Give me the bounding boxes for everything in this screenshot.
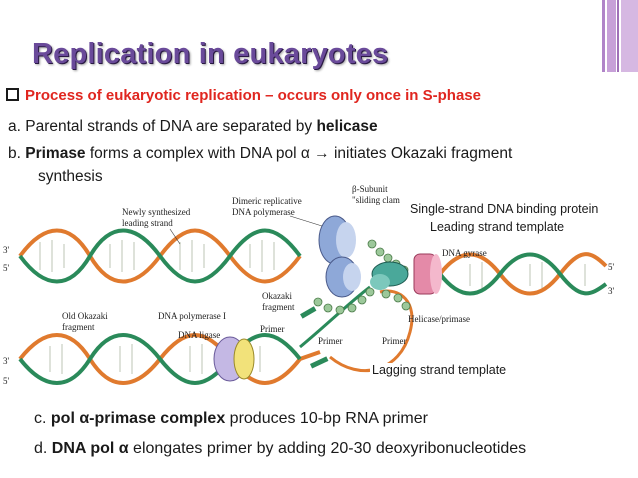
point-a-text: a. Parental strands of DNA are separated… xyxy=(8,118,317,135)
label-primer: Primer xyxy=(382,336,407,346)
point-b-prefix: b. xyxy=(8,145,26,162)
point-d-bold: DNA pol α xyxy=(51,440,129,457)
label-lagging-template: Lagging strand template xyxy=(370,363,509,377)
point-b-bold: Primase xyxy=(25,145,86,162)
decor-stripe xyxy=(602,0,605,72)
point-a: a. Parental strands of DNA are separated… xyxy=(8,118,378,136)
label-okazaki-fragment: fragment xyxy=(262,302,295,312)
dna-polymerase-dimer xyxy=(318,215,361,298)
label-dimeric-polymerase: Dimeric replicative xyxy=(232,196,302,206)
label-3prime: 3' xyxy=(608,286,615,296)
label-okazaki-fragment: Okazaki xyxy=(262,291,292,301)
leading-strand-helix xyxy=(18,228,302,284)
label-5prime: 5' xyxy=(608,262,615,272)
label-newly-synthesized: Newly synthesized xyxy=(122,207,191,217)
heading-text: Process of eukaryotic replication – occu… xyxy=(25,87,481,104)
label-dna-polymerase-i: DNA polymerase I xyxy=(158,311,226,321)
replication-fork-diagram: 3' 5' 3' 5' 5' 3' Newly synthesized lead… xyxy=(3,184,615,386)
checkbox-bullet-icon xyxy=(6,88,19,101)
point-d: d. DNA pol α elongates primer by adding … xyxy=(34,440,526,458)
dna-gyrase xyxy=(413,253,442,295)
label-3prime: 3' xyxy=(3,245,10,255)
label-3prime: 3' xyxy=(3,356,10,366)
point-a-bold: helicase xyxy=(316,118,378,135)
label-primer: Primer xyxy=(318,336,343,346)
label-ssb-protein: Single-strand DNA binding protein xyxy=(408,202,601,216)
label-5prime: 5' xyxy=(3,376,10,386)
label-leading-template: Leading strand template xyxy=(428,220,567,234)
point-b-text: forms a complex with DNA pol α → initiat… xyxy=(85,145,513,162)
label-old-okazaki: fragment xyxy=(62,322,95,332)
helicase-primase xyxy=(370,261,409,290)
slide-title: Replication in eukaryotes xyxy=(32,38,389,70)
label-helicase-primase: Helicase/primase xyxy=(408,314,470,324)
point-c-prefix: c. xyxy=(34,410,51,427)
label-leading-strand: leading strand xyxy=(122,218,173,228)
label-old-okazaki: Old Okazaki xyxy=(62,311,108,321)
label-dimeric-polymerase: DNA polymerase xyxy=(232,207,295,217)
heading-bullet: Process of eukaryotic replication – occu… xyxy=(6,87,481,105)
dna-ligase xyxy=(213,336,255,382)
parental-dna-helix xyxy=(438,252,608,296)
decor-stripe xyxy=(607,0,616,72)
label-beta-subunit: β-Subunit xyxy=(352,184,388,194)
decor-stripe xyxy=(621,0,638,72)
point-c: c. pol α-primase complex produces 10-bp … xyxy=(34,410,428,428)
point-c-text: produces 10-bp RNA primer xyxy=(225,410,428,427)
label-5prime: 5' xyxy=(3,263,10,273)
decor-stripe xyxy=(617,0,619,72)
point-d-text: elongates primer by adding 20-30 deoxyri… xyxy=(128,440,527,457)
lagging-strand-helix xyxy=(18,333,321,385)
point-d-prefix: d. xyxy=(34,440,52,457)
label-primer: Primer xyxy=(260,324,285,334)
point-b: b. Primase forms a complex with DNA pol … xyxy=(8,145,512,163)
point-b-continued: synthesis xyxy=(38,168,103,185)
label-sliding-clamp: "sliding clam xyxy=(352,195,400,205)
label-dna-gyrase: DNA gyrase xyxy=(442,248,487,258)
label-dna-ligase: DNA ligase xyxy=(178,330,220,340)
point-c-bold: pol α-primase complex xyxy=(50,410,226,427)
